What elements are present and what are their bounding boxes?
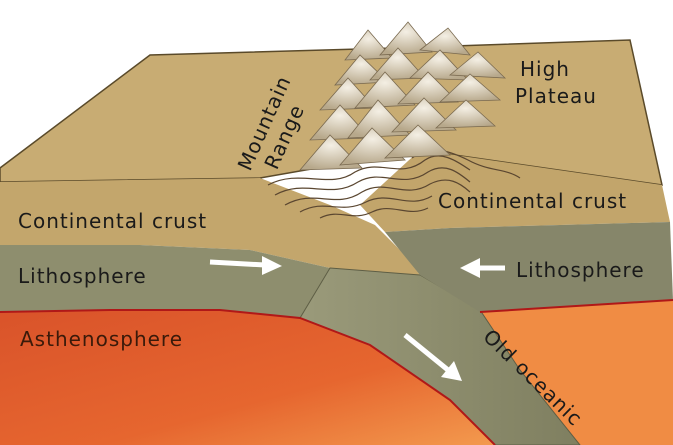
continental-crust-left-label: Continental crust bbox=[18, 209, 207, 233]
continental-crust-right-label: Continental crust bbox=[438, 189, 627, 213]
lithosphere-right-label: Lithosphere bbox=[516, 258, 645, 282]
lithosphere-right bbox=[385, 222, 673, 312]
mountain-range bbox=[299, 21, 507, 171]
lithosphere-left-label: Lithosphere bbox=[18, 264, 147, 288]
arrow-left-lithosphere bbox=[460, 258, 505, 278]
asthenosphere-boundary-right bbox=[479, 299, 673, 313]
asthenosphere-label: Asthenosphere bbox=[20, 327, 183, 351]
asthenosphere-boundary-left bbox=[0, 309, 496, 445]
asthenosphere-layer bbox=[0, 310, 495, 445]
arrow-down-slab bbox=[403, 333, 462, 381]
high-plateau-label-line1: High bbox=[520, 57, 570, 81]
folded-strata bbox=[267, 149, 521, 219]
continental-crust-right bbox=[360, 150, 670, 232]
arrow-right-lithosphere bbox=[209, 256, 282, 275]
high-plateau-label-line2: Plateau bbox=[515, 84, 597, 108]
asthenosphere-right bbox=[480, 300, 673, 445]
continental-crust-left bbox=[0, 178, 420, 275]
